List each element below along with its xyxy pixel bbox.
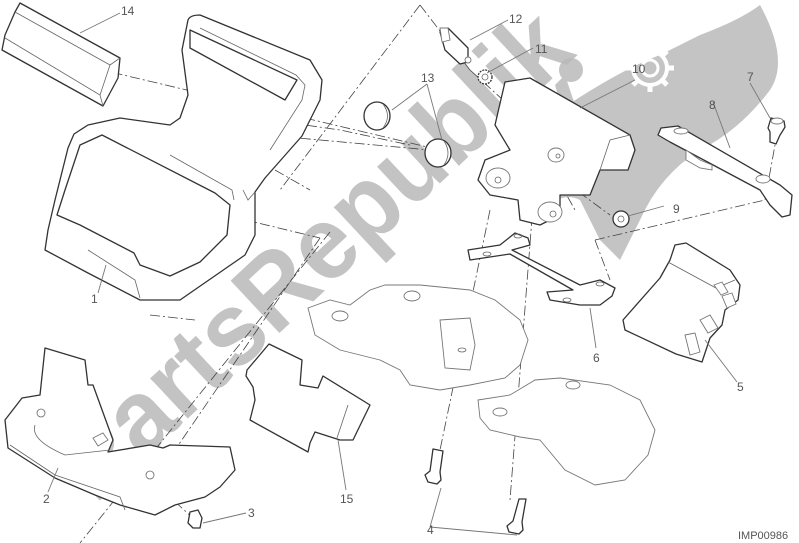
part-5-rubber-block bbox=[622, 242, 741, 363]
callouts: 14 1 2 3 4 5 6 7 8 9 10 11 12 13 15 bbox=[43, 4, 754, 537]
part-13-grommets bbox=[363, 101, 452, 168]
callout-5: 5 bbox=[737, 380, 744, 394]
callout-6: 6 bbox=[593, 351, 600, 365]
part-8-bracket-bar bbox=[657, 125, 793, 218]
callout-14: 14 bbox=[121, 4, 135, 18]
part-15-pad bbox=[245, 343, 371, 453]
part-10-support-bracket bbox=[477, 77, 636, 226]
callout-10: 10 bbox=[632, 62, 646, 76]
handlebar-housing-upper bbox=[307, 284, 529, 391]
part-14-foam-strip bbox=[1, 2, 121, 107]
leader-lines bbox=[47, 12, 771, 536]
callout-3: 3 bbox=[248, 506, 255, 520]
callout-12: 12 bbox=[509, 12, 523, 26]
part-3-screw bbox=[187, 509, 203, 529]
callout-2: 2 bbox=[43, 492, 50, 506]
part-12-stud bbox=[439, 27, 472, 65]
callout-1: 1 bbox=[91, 292, 98, 306]
callout-8: 8 bbox=[709, 98, 716, 112]
callout-7: 7 bbox=[747, 70, 754, 84]
callout-13: 13 bbox=[421, 71, 435, 85]
callout-11: 11 bbox=[535, 42, 548, 56]
gear-icon bbox=[626, 44, 674, 92]
part-6-mounting-plate bbox=[467, 232, 616, 306]
part-1-instrument-cover bbox=[44, 14, 323, 301]
handlebar-housing-lower bbox=[477, 377, 656, 486]
callout-9: 9 bbox=[673, 202, 680, 216]
callout-15: 15 bbox=[340, 492, 354, 506]
part-11-toothed-washer bbox=[477, 69, 493, 85]
part-4-screws bbox=[424, 448, 527, 535]
part-7-screw bbox=[767, 117, 786, 145]
callout-4: 4 bbox=[427, 523, 434, 537]
part-9-nut bbox=[612, 210, 630, 228]
part-2-lower-cover bbox=[4, 347, 236, 516]
diagram-reference-code: IMP00986 bbox=[738, 530, 788, 542]
